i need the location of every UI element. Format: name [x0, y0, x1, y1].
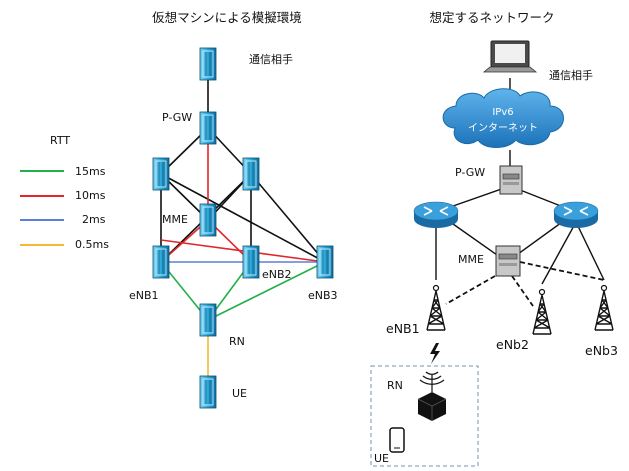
- cloud-icon: [442, 88, 564, 148]
- left-enb2-label: eNB2: [262, 268, 292, 281]
- pgw-server-box-icon: [499, 165, 523, 195]
- right-rn-label: RN: [387, 379, 403, 392]
- legend-label-15ms: 15ms: [75, 165, 106, 178]
- right-enb1-label: eNB1: [386, 321, 420, 336]
- router-right-icon: [553, 201, 599, 229]
- legend-label-2ms: 2ms: [82, 213, 106, 226]
- router-left-icon: [413, 201, 459, 229]
- ue-server-icon: [199, 375, 217, 409]
- right-mme-label: MME: [458, 253, 484, 266]
- enb1-server-icon: [152, 245, 170, 279]
- enb1-tower-icon: [426, 284, 446, 331]
- mme-server-icon: [199, 203, 217, 237]
- left-rn-label: RN: [229, 335, 245, 348]
- phone-icon: [389, 427, 405, 453]
- enb3-tower-icon: [594, 284, 614, 331]
- right-correspondent-label: 通信相手: [549, 68, 593, 82]
- router-left-server-icon: [152, 157, 170, 191]
- mme-server-box-icon: [495, 245, 521, 277]
- left-enb1-label: eNB1: [129, 289, 159, 302]
- right-title: 想定するネットワーク: [429, 10, 554, 25]
- left-mme-label: MME: [162, 213, 188, 226]
- enb2-tower-icon: [532, 288, 552, 335]
- cloud-internet-label: インターネット: [468, 122, 538, 134]
- legend-label-05ms: 0.5ms: [75, 238, 109, 251]
- router-right-server-icon: [242, 157, 260, 191]
- wireless-link-icon: [430, 343, 440, 364]
- left-enb3-label: eNB3: [308, 289, 338, 302]
- rtt-legend: RTT 15ms 10ms 2ms 0.5ms: [20, 134, 109, 251]
- laptop-icon: [482, 40, 538, 73]
- correspondent-server-icon: [199, 47, 217, 81]
- left-pgw-label: P-GW: [162, 111, 192, 124]
- right-pgw-label: P-GW: [455, 166, 485, 179]
- left-correspondent-label: 通信相手: [249, 52, 293, 66]
- rn-group-box: [370, 365, 479, 467]
- right-enb3-label: eNb3: [585, 343, 618, 358]
- right-enb2-label: eNb2: [496, 337, 529, 352]
- cloud-ipv6-label: IPv6: [492, 107, 513, 118]
- enb3-server-icon: [316, 245, 334, 279]
- left-ue-label: UE: [232, 387, 247, 400]
- rn-server-icon: [199, 303, 217, 337]
- left-title: 仮想マシンによる模擬環境: [152, 10, 302, 25]
- legend-title: RTT: [50, 134, 70, 147]
- pgw-server-icon: [199, 111, 217, 145]
- right-ue-label: UE: [374, 452, 389, 465]
- enb2-server-icon: [242, 245, 260, 279]
- legend-label-10ms: 10ms: [75, 189, 106, 202]
- relay-node-icon: [417, 371, 447, 421]
